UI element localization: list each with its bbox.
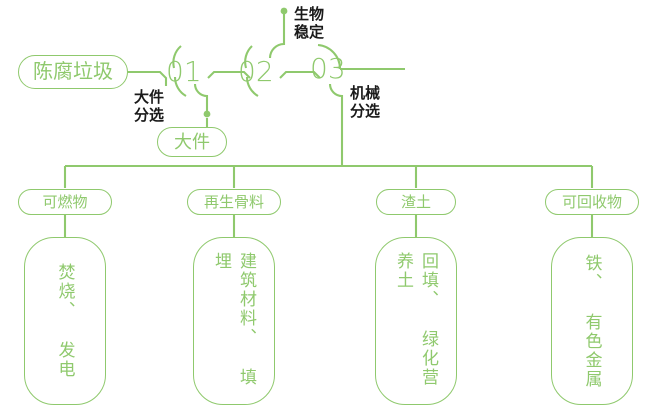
output-box-4[interactable]: 铁、 有色金属	[551, 237, 633, 405]
arc-step03-top	[317, 43, 342, 70]
arc-step01-bottom	[173, 76, 187, 97]
output-pill-3-label: 渣土	[400, 193, 431, 211]
wire-step01-to-step02	[207, 70, 251, 79]
output-pill-3[interactable]: 渣土	[376, 189, 456, 215]
arc-step02-bottom	[245, 76, 259, 97]
output-pill-1[interactable]: 可燃物	[18, 189, 112, 215]
node-bulky-output[interactable]: 大件	[157, 127, 227, 157]
step-number-02[interactable]: 02	[238, 55, 274, 88]
output-pill-1-label: 可燃物	[42, 193, 88, 211]
wire-step02-to-step03	[279, 70, 321, 79]
arc-step02-top	[244, 45, 253, 69]
step-number-01[interactable]: 01	[166, 55, 202, 88]
output-box-1-text: 焚烧、 发电	[55, 263, 75, 379]
output-pill-4-label: 可回收物	[561, 193, 622, 211]
output-box-3[interactable]: 回填、 绿化营养土	[375, 237, 457, 405]
caption-step02: 生物 稳定	[294, 6, 325, 41]
dot-bio-caption	[280, 7, 288, 15]
step-number-03[interactable]: 03	[310, 52, 346, 85]
output-box-4-text: 铁、 有色金属	[582, 253, 602, 389]
arc-step01-top	[172, 45, 182, 69]
output-pill-2[interactable]: 再生骨料	[187, 189, 281, 215]
caption-step01: 大件 分选	[134, 89, 165, 124]
output-box-2[interactable]: 建筑材料、 填埋	[193, 237, 275, 405]
wire-source-to-step01	[126, 70, 168, 86]
output-box-3-text: 回填、 绿化营养土	[394, 252, 438, 387]
wire-step03-to-bus	[328, 83, 344, 166]
output-pill-2-label: 再生骨料	[203, 193, 264, 211]
node-source[interactable]: 陈腐垃圾	[18, 55, 128, 89]
node-source-label: 陈腐垃圾	[33, 61, 113, 83]
output-box-2-text: 建筑材料、 填埋	[212, 252, 256, 387]
wire-step01-to-bulky	[193, 83, 209, 113]
wire-step02-to-bio-caption	[268, 12, 286, 59]
output-box-1[interactable]: 焚烧、 发电	[24, 237, 106, 405]
dot-bulky	[203, 110, 211, 118]
node-bulky-output-label: 大件	[174, 132, 210, 152]
output-pill-4[interactable]: 可回收物	[545, 189, 639, 215]
caption-step03: 机械 分选	[350, 85, 381, 120]
